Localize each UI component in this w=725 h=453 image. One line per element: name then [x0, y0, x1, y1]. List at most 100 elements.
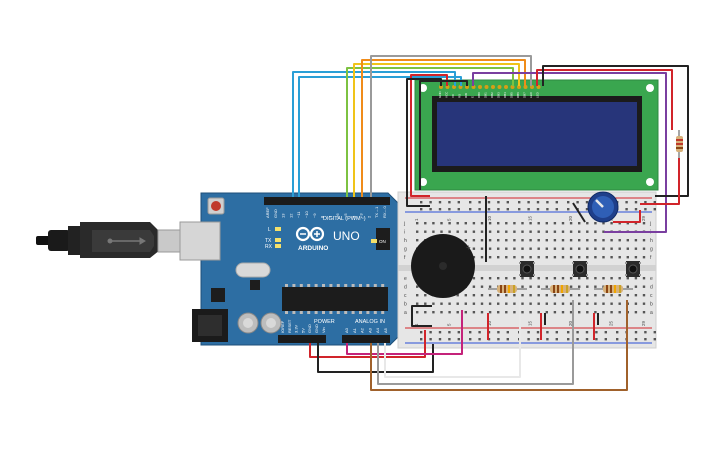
bb-rail-hole[interactable] [487, 201, 491, 204]
bb-hole[interactable] [553, 311, 557, 314]
bb-hole[interactable] [497, 230, 500, 233]
bb-hole[interactable] [537, 230, 540, 233]
bb-hole[interactable] [545, 277, 548, 280]
bb-rail-hole[interactable] [634, 208, 638, 211]
bb-rail-hole[interactable] [653, 331, 656, 334]
bb-hole[interactable] [634, 311, 638, 314]
bb-hole[interactable] [521, 222, 524, 225]
bb-hole[interactable] [521, 311, 524, 314]
bb-hole[interactable] [634, 222, 638, 225]
bb-hole[interactable] [642, 302, 646, 305]
bb-rail-hole[interactable] [429, 208, 432, 211]
wire-black-lcd-rw[interactable] [419, 80, 468, 190]
wire-gray-a1[interactable] [377, 300, 574, 385]
bb-hole[interactable] [586, 285, 589, 288]
bb-rail-hole[interactable] [576, 201, 579, 204]
bb-hole[interactable] [569, 239, 573, 242]
bb-hole[interactable] [618, 256, 621, 259]
bb-hole[interactable] [505, 302, 508, 305]
bb-hole[interactable] [537, 256, 540, 259]
bb-rail-hole[interactable] [567, 201, 570, 204]
bb-rail-hole[interactable] [420, 208, 423, 211]
wire-black-lcd-led[interactable] [542, 65, 689, 197]
bb-hole[interactable] [497, 239, 500, 242]
bb-hole[interactable] [569, 311, 573, 314]
bb-rail-hole[interactable] [555, 338, 558, 341]
bb-hole[interactable] [529, 311, 532, 314]
bb-rail-hole[interactable] [616, 338, 619, 341]
bb-hole[interactable] [594, 247, 597, 250]
bb-hole[interactable] [424, 222, 427, 225]
bb-rail-hole[interactable] [429, 338, 432, 341]
bb-hole[interactable] [505, 239, 508, 242]
bb-hole[interactable] [432, 222, 435, 225]
bb-rail-hole[interactable] [469, 338, 472, 341]
bb-hole[interactable] [521, 230, 524, 233]
bb-hole[interactable] [578, 256, 581, 259]
bb-hole[interactable] [464, 294, 467, 297]
bb-rail-hole[interactable] [506, 338, 509, 341]
bb-hole[interactable] [416, 239, 419, 242]
bb-hole[interactable] [586, 311, 589, 314]
bb-hole[interactable] [618, 222, 621, 225]
bb-hole[interactable] [513, 256, 516, 259]
bb-hole[interactable] [448, 311, 451, 314]
bb-hole[interactable] [488, 230, 492, 233]
bb-hole[interactable] [578, 222, 581, 225]
bb-hole[interactable] [456, 222, 459, 225]
bb-hole[interactable] [529, 277, 532, 280]
bb-rail-hole[interactable] [420, 201, 423, 204]
bb-rail-hole[interactable] [527, 201, 530, 204]
bb-hole[interactable] [569, 277, 573, 280]
bb-rail-hole[interactable] [644, 201, 647, 204]
bb-hole[interactable] [472, 256, 476, 259]
bb-hole[interactable] [594, 302, 597, 305]
bb-hole[interactable] [480, 302, 484, 305]
bb-hole[interactable] [634, 247, 638, 250]
bb-hole[interactable] [642, 247, 646, 250]
bb-hole[interactable] [488, 256, 492, 259]
bb-hole[interactable] [618, 239, 621, 242]
bb-hole[interactable] [594, 277, 597, 280]
bb-rail-hole[interactable] [555, 331, 558, 334]
bb-hole[interactable] [545, 247, 548, 250]
bb-hole[interactable] [472, 311, 476, 314]
wire-brown[interactable] [370, 300, 628, 391]
wire-black-gnd[interactable] [317, 343, 434, 373]
bb-hole[interactable] [553, 239, 557, 242]
bb-hole[interactable] [432, 311, 435, 314]
buzzer[interactable]: + [411, 234, 475, 298]
wire-red-resistor-rail[interactable] [640, 158, 680, 205]
bb-hole[interactable] [553, 294, 557, 297]
resistor-3[interactable] [594, 285, 633, 293]
bb-hole[interactable] [602, 256, 605, 259]
bb-hole[interactable] [497, 222, 500, 225]
bb-hole[interactable] [545, 239, 548, 242]
bb-hole[interactable] [505, 247, 508, 250]
bb-hole[interactable] [505, 311, 508, 314]
bb-hole[interactable] [472, 285, 476, 288]
bb-hole[interactable] [472, 247, 476, 250]
bb-hole[interactable] [488, 302, 492, 305]
lcd-pin[interactable] [484, 85, 489, 89]
bb-hole[interactable] [545, 294, 548, 297]
bb-rail-hole[interactable] [478, 331, 481, 334]
bb-hole[interactable] [586, 302, 589, 305]
bb-hole[interactable] [513, 311, 516, 314]
bb-hole[interactable] [416, 230, 419, 233]
bb-rail-hole[interactable] [469, 208, 472, 211]
bb-rail-hole[interactable] [497, 338, 500, 341]
bb-hole[interactable] [553, 302, 557, 305]
bb-hole[interactable] [416, 302, 419, 305]
wire-black-bb-left[interactable] [411, 305, 432, 327]
bb-hole[interactable] [626, 277, 629, 280]
bb-hole[interactable] [626, 222, 629, 225]
bb-rail-hole[interactable] [536, 201, 540, 204]
bb-hole[interactable] [464, 302, 467, 305]
bb-rail-hole[interactable] [469, 331, 472, 334]
bb-hole[interactable] [618, 311, 621, 314]
bb-rail-hole[interactable] [438, 338, 442, 341]
wire-blue-1[interactable] [292, 71, 456, 197]
bb-rail-hole[interactable] [438, 331, 442, 334]
bb-hole[interactable] [488, 247, 492, 250]
